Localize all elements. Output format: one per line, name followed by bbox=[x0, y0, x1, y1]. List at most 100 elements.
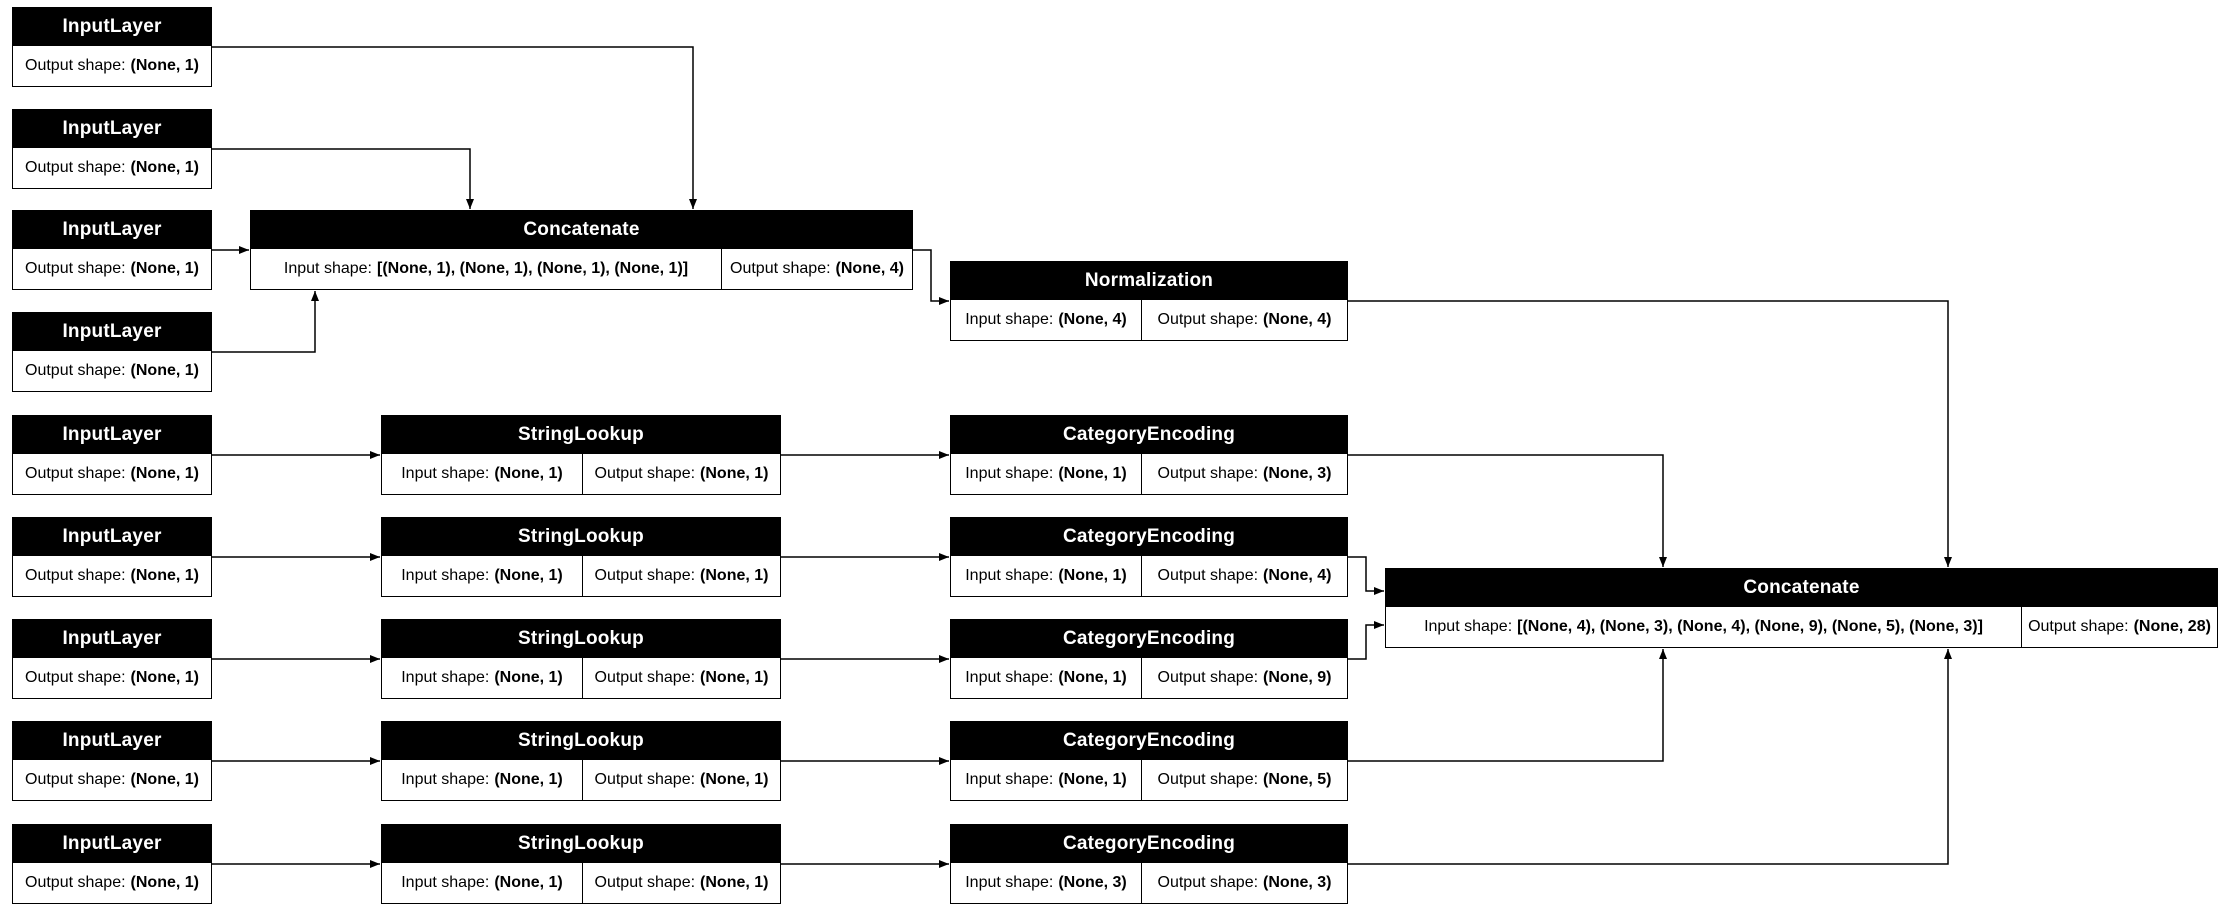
edge-norm-concat2 bbox=[1348, 300, 1952, 567]
node-input3: InputLayer Output shape:(None, 1) bbox=[12, 210, 212, 290]
output-shape-cell: Output shape:(None, 1) bbox=[13, 556, 211, 596]
input-shape-cell: Input shape:(None, 1) bbox=[382, 863, 582, 903]
edge-input1-concat1 bbox=[212, 46, 697, 209]
layer-type-header: InputLayer bbox=[13, 825, 211, 863]
shape-value: (None, 5) bbox=[1263, 771, 1332, 788]
input-shape-cell: Input shape:(None, 1) bbox=[951, 556, 1141, 596]
edge-encode2-concat2 bbox=[1348, 556, 1384, 595]
output-shape-cell: Output shape:(None, 1) bbox=[13, 351, 211, 391]
shape-label: Input shape: bbox=[965, 567, 1054, 584]
shape-label: Output shape: bbox=[1157, 465, 1259, 482]
shape-label: Output shape: bbox=[25, 362, 126, 379]
node-input4: InputLayer Output shape:(None, 1) bbox=[12, 312, 212, 392]
shape-label: Output shape: bbox=[25, 771, 126, 788]
shape-label: Output shape: bbox=[25, 57, 126, 74]
input-shape-cell: Input shape:(None, 4) bbox=[951, 300, 1141, 340]
edge-encode5-concat2 bbox=[1348, 649, 1952, 865]
node-stringlookup-2: StringLookup Input shape:(None, 1) Outpu… bbox=[381, 517, 781, 597]
shape-label: Output shape: bbox=[594, 771, 696, 788]
layer-type-header: InputLayer bbox=[13, 722, 211, 760]
shape-label: Output shape: bbox=[25, 669, 126, 686]
input-shape-cell: Input shape:(None, 1) bbox=[382, 658, 582, 698]
shape-label: Output shape: bbox=[1157, 311, 1259, 328]
output-shape-cell: Output shape:(None, 4) bbox=[1141, 556, 1347, 596]
shape-label: Output shape: bbox=[1157, 567, 1259, 584]
shape-label: Output shape: bbox=[25, 260, 126, 277]
shape-value: (None, 1) bbox=[700, 874, 769, 891]
node-stringlookup-4: StringLookup Input shape:(None, 1) Outpu… bbox=[381, 721, 781, 801]
shape-value: (None, 9) bbox=[1263, 669, 1332, 686]
shape-value: (None, 3) bbox=[1263, 874, 1332, 891]
node-input9: InputLayer Output shape:(None, 1) bbox=[12, 824, 212, 904]
input-shape-cell: Input shape:[(None, 4), (None, 3), (None… bbox=[1386, 607, 2021, 647]
output-shape-cell: Output shape:(None, 1) bbox=[13, 249, 211, 289]
output-shape-cell: Output shape:(None, 1) bbox=[582, 760, 780, 800]
layer-type-header: StringLookup bbox=[382, 518, 780, 556]
input-shape-cell: Input shape:[(None, 1), (None, 1), (None… bbox=[251, 249, 721, 289]
node-input5: InputLayer Output shape:(None, 1) bbox=[12, 415, 212, 495]
input-shape-cell: Input shape:(None, 1) bbox=[951, 454, 1141, 494]
shape-value: (None, 4) bbox=[1263, 311, 1332, 328]
shape-value: (None, 3) bbox=[1058, 874, 1127, 891]
layer-type-header: InputLayer bbox=[13, 8, 211, 46]
output-shape-cell: Output shape:(None, 5) bbox=[1141, 760, 1347, 800]
edge-encode3-concat2 bbox=[1348, 621, 1384, 660]
output-shape-cell: Output shape:(None, 4) bbox=[1141, 300, 1347, 340]
node-input8: InputLayer Output shape:(None, 1) bbox=[12, 721, 212, 801]
shape-value: (None, 1) bbox=[1058, 669, 1127, 686]
node-categoryencoding-3: CategoryEncoding Input shape:(None, 1) O… bbox=[950, 619, 1348, 699]
node-input1: InputLayer Output shape:(None, 1) bbox=[12, 7, 212, 87]
shape-value: (None, 1) bbox=[130, 771, 199, 788]
shape-value: (None, 1) bbox=[700, 771, 769, 788]
layer-type-header: InputLayer bbox=[13, 518, 211, 556]
shape-value: (None, 1) bbox=[494, 669, 563, 686]
shape-value: (None, 1) bbox=[1058, 465, 1127, 482]
shape-value: (None, 1) bbox=[130, 669, 199, 686]
node-input2: InputLayer Output shape:(None, 1) bbox=[12, 109, 212, 189]
shape-value: (None, 28) bbox=[2133, 618, 2211, 635]
shape-label: Output shape: bbox=[25, 874, 126, 891]
shape-label: Output shape: bbox=[594, 669, 696, 686]
layer-type-header: InputLayer bbox=[13, 110, 211, 148]
layer-type-header: CategoryEncoding bbox=[951, 825, 1347, 863]
shape-label: Output shape: bbox=[2028, 618, 2129, 635]
layer-type-header: InputLayer bbox=[13, 313, 211, 351]
node-input7: InputLayer Output shape:(None, 1) bbox=[12, 619, 212, 699]
shape-value: (None, 1) bbox=[130, 362, 199, 379]
shape-value: (None, 1) bbox=[494, 874, 563, 891]
shape-value: (None, 1) bbox=[130, 57, 199, 74]
shape-value: [(None, 4), (None, 3), (None, 4), (None,… bbox=[1517, 618, 1983, 635]
shape-value: (None, 1) bbox=[700, 567, 769, 584]
layer-type-header: CategoryEncoding bbox=[951, 620, 1347, 658]
shape-value: (None, 1) bbox=[700, 669, 769, 686]
output-shape-cell: Output shape:(None, 1) bbox=[582, 556, 780, 596]
output-shape-cell: Output shape:(None, 1) bbox=[582, 454, 780, 494]
shape-label: Input shape: bbox=[1424, 618, 1513, 635]
output-shape-cell: Output shape:(None, 1) bbox=[13, 454, 211, 494]
layer-type-header: Concatenate bbox=[1386, 569, 2217, 607]
output-shape-cell: Output shape:(None, 1) bbox=[13, 46, 211, 86]
layer-type-header: StringLookup bbox=[382, 416, 780, 454]
shape-value: (None, 1) bbox=[1058, 771, 1127, 788]
node-stringlookup-5: StringLookup Input shape:(None, 1) Outpu… bbox=[381, 824, 781, 904]
edge-input4-concat1 bbox=[212, 291, 319, 353]
shape-label: Input shape: bbox=[401, 465, 490, 482]
output-shape-cell: Output shape:(None, 1) bbox=[13, 658, 211, 698]
shape-value: (None, 1) bbox=[494, 771, 563, 788]
node-concatenate-1: Concatenate Input shape:[(None, 1), (Non… bbox=[250, 210, 913, 290]
shape-label: Output shape: bbox=[594, 465, 696, 482]
layer-type-header: CategoryEncoding bbox=[951, 518, 1347, 556]
node-stringlookup-3: StringLookup Input shape:(None, 1) Outpu… bbox=[381, 619, 781, 699]
layer-type-header: StringLookup bbox=[382, 722, 780, 760]
output-shape-cell: Output shape:(None, 1) bbox=[13, 863, 211, 903]
node-categoryencoding-2: CategoryEncoding Input shape:(None, 1) O… bbox=[950, 517, 1348, 597]
layer-type-header: Normalization bbox=[951, 262, 1347, 300]
shape-label: Input shape: bbox=[965, 311, 1054, 328]
shape-value: (None, 1) bbox=[494, 567, 563, 584]
layer-type-header: InputLayer bbox=[13, 416, 211, 454]
shape-value: (None, 3) bbox=[1263, 465, 1332, 482]
input-shape-cell: Input shape:(None, 1) bbox=[951, 658, 1141, 698]
output-shape-cell: Output shape:(None, 1) bbox=[13, 148, 211, 188]
